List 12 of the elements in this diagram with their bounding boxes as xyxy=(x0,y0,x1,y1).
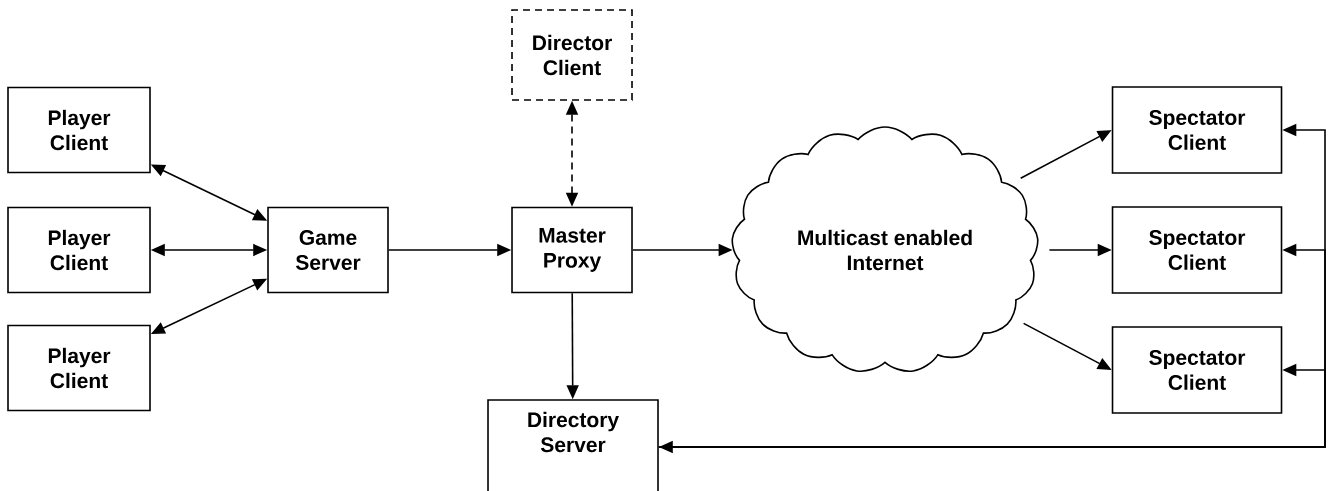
process-box: Spectator Client xyxy=(1111,206,1283,294)
process-box: Spectator Client xyxy=(1111,326,1283,414)
process-box: Player Client xyxy=(7,206,151,294)
network-cloud: Multicast enabled Internet xyxy=(731,126,1039,372)
process-box: Player Client xyxy=(7,324,151,412)
box-label: Directory Server xyxy=(528,411,619,453)
process-box: Master Proxy xyxy=(511,206,633,294)
process-box: Player Client xyxy=(7,86,151,174)
process-box: Game Server xyxy=(267,206,389,294)
process-box: Spectator Client xyxy=(1111,86,1283,174)
process-box: Director Client xyxy=(511,9,633,101)
process-box xyxy=(487,399,659,491)
